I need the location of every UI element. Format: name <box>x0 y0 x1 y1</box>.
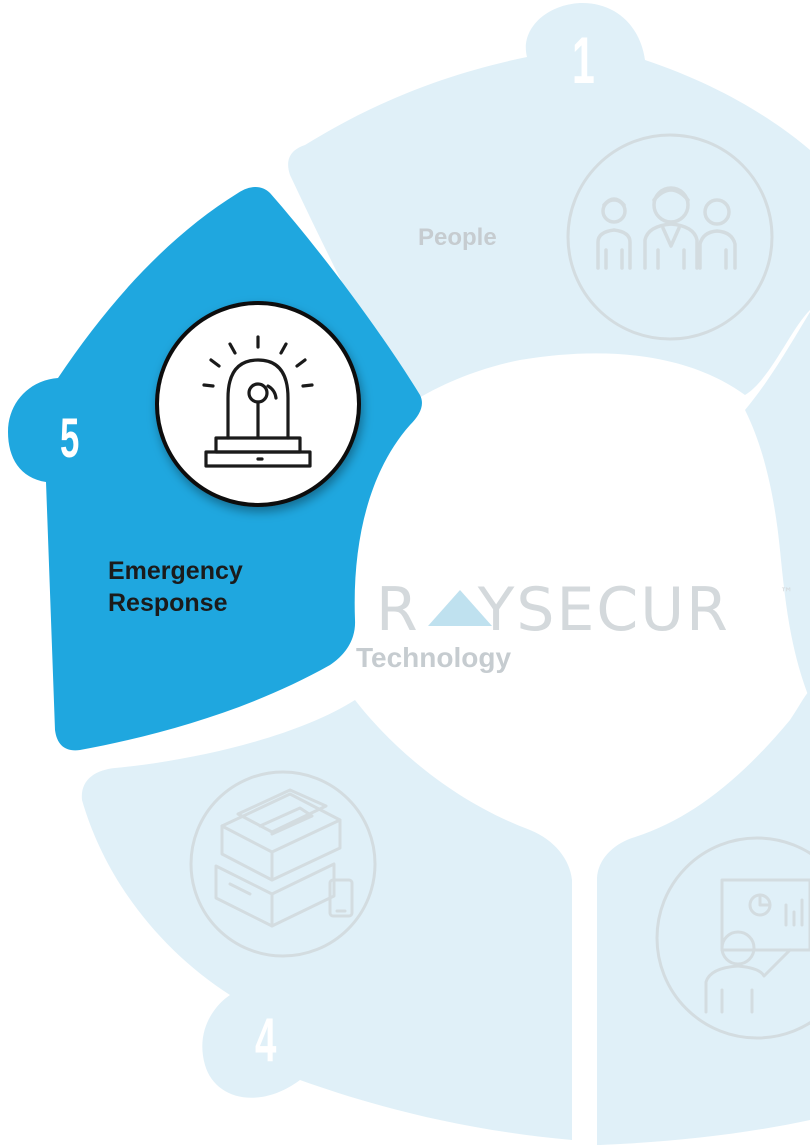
segment-technology-icon-ring <box>189 770 377 958</box>
step-number-1: 1 <box>572 23 595 97</box>
segment-technology[interactable] <box>81 700 572 1140</box>
segment-training[interactable] <box>597 690 810 1145</box>
brand-trademark: ™ <box>780 586 793 601</box>
people-group-icon <box>596 186 737 270</box>
step-number-4-label: 4 <box>255 1006 277 1075</box>
segment-right-middle <box>745 312 810 700</box>
brand-logo-part2: YSECUR <box>477 575 730 645</box>
segment-people-shape <box>288 2 810 406</box>
segment-training-shape <box>597 690 810 1145</box>
brand-logo: R YSECUR <box>376 575 730 645</box>
brand-logo-accent <box>428 590 492 626</box>
alarm-siren-icon <box>202 335 314 468</box>
brand-logo-part1: R <box>376 575 420 645</box>
mail-scanner-device-icon <box>214 788 354 928</box>
segment-people[interactable] <box>288 2 810 406</box>
segment-people-label: People <box>418 224 497 251</box>
segment-emergency-label-line2: Response <box>108 589 228 617</box>
presenter-chart-icon <box>704 878 810 1014</box>
segment-technology-shape <box>81 700 572 1140</box>
segment-emergency-label-line1: Emergency <box>108 557 243 585</box>
segment-emergency-label: Emergency Response <box>108 555 243 619</box>
segment-emergency-response[interactable] <box>8 187 422 751</box>
segment-training-icon-ring <box>655 836 810 1040</box>
segment-technology-label: Technology <box>356 642 512 673</box>
segment-people-icon-ring <box>566 133 774 341</box>
step-number-5: 5 <box>60 406 80 469</box>
